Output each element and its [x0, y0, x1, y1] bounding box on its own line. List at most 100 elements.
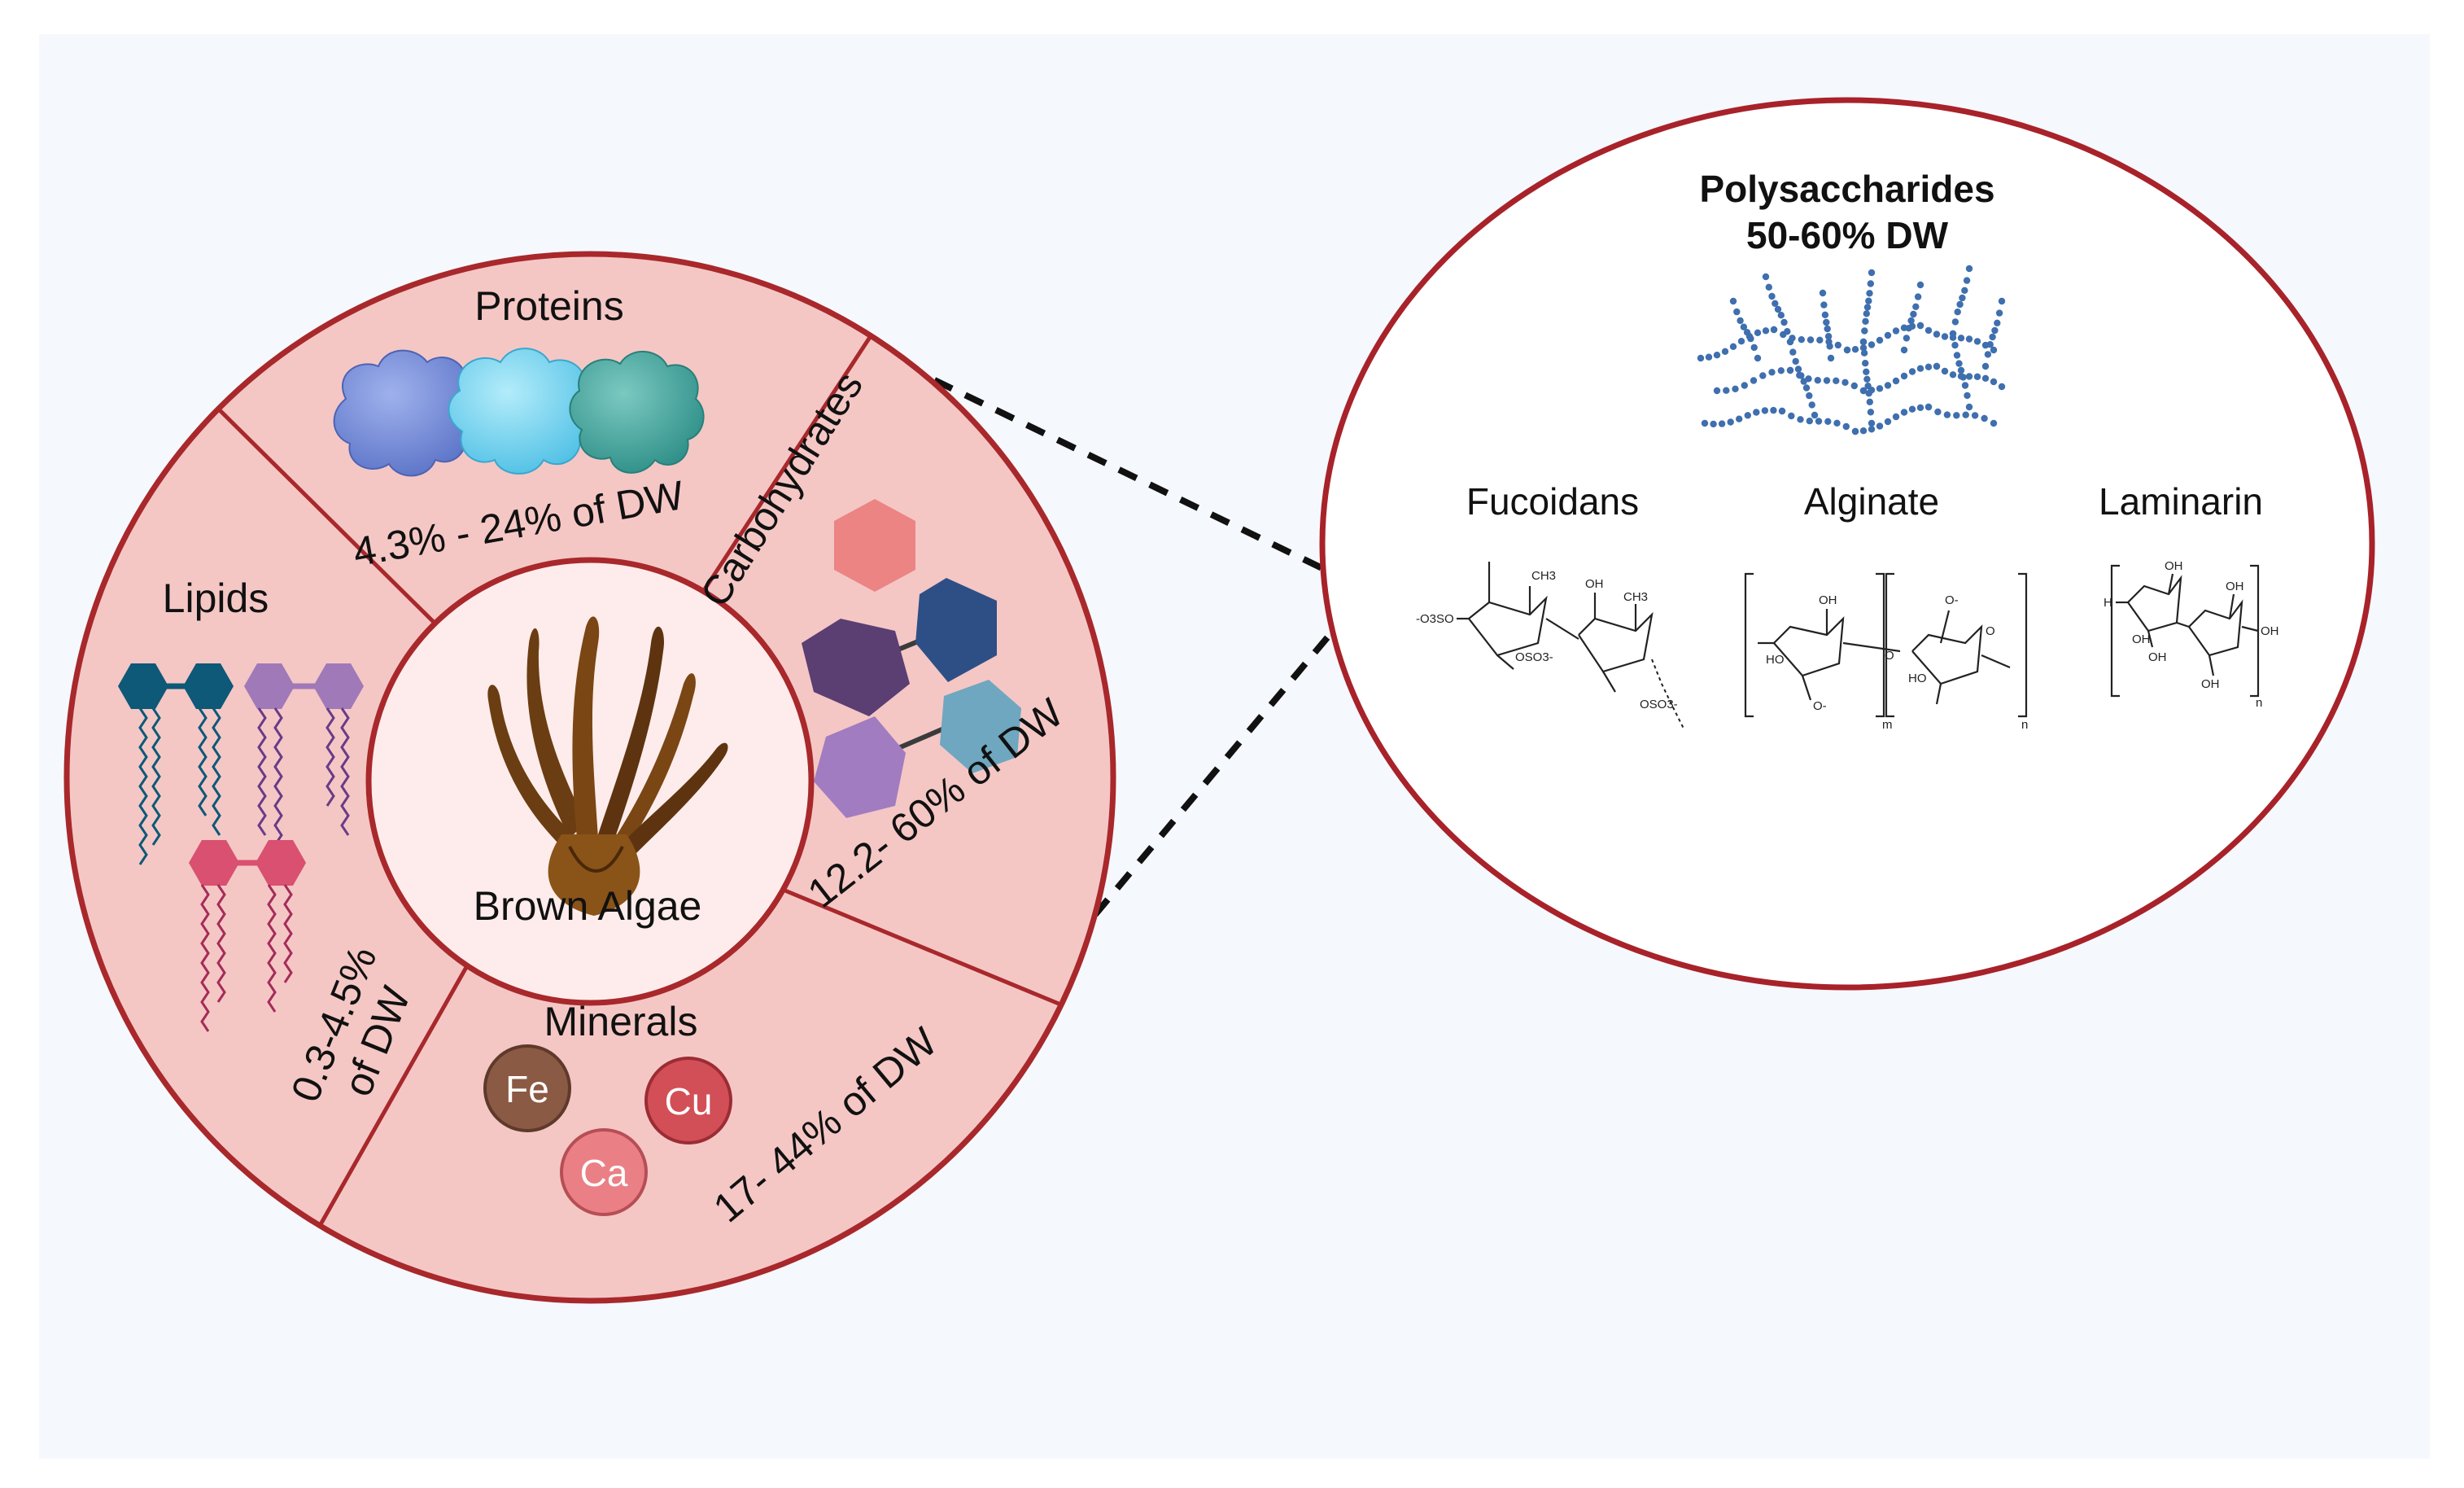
polymer-bead	[1850, 382, 1858, 390]
polymer-bead	[1859, 387, 1868, 395]
carb-hexagon-pink	[834, 499, 915, 592]
polymer-bead	[1859, 427, 1868, 435]
polymer-bead	[1777, 367, 1785, 374]
polymer-bead	[1737, 317, 1744, 325]
polymer-bead	[1759, 372, 1767, 379]
polymer-bead	[1823, 318, 1830, 326]
compound-label-fucoidans: Fucoidans	[1466, 480, 1639, 523]
polymer-bead	[1718, 420, 1726, 427]
lipid-molecule-icon	[118, 663, 364, 1032]
polymer-bead	[1995, 309, 2003, 317]
laminarin-label-n: n	[2256, 696, 2262, 710]
connector-line-top	[841, 332, 1357, 588]
seaweed-icon	[487, 616, 728, 916]
fucoidan-label-ch3-b: CH3	[1623, 590, 1648, 604]
polymer-bead	[1892, 327, 1900, 335]
lipids-title: Lipids	[163, 576, 269, 621]
polymer-bead	[1867, 409, 1875, 416]
polymer-bead	[1884, 418, 1892, 426]
polymer-bead	[1815, 418, 1823, 425]
polymer-bead	[1750, 377, 1758, 384]
polymer-bead	[1727, 418, 1734, 426]
polymer-bead	[1900, 409, 1908, 416]
polymer-bead	[1991, 326, 1999, 335]
polymer-bead	[1864, 383, 1872, 390]
polymer-bead	[1954, 309, 1961, 316]
polymer-bead	[1860, 349, 1868, 357]
polymer-bead	[1998, 383, 2006, 391]
polymer-bead	[1957, 366, 1965, 374]
polymer-bead	[1754, 329, 1762, 336]
fucoidan-label-oh: OH	[1585, 577, 1604, 591]
polymer-bead	[1762, 273, 1770, 281]
polymer-bead	[1747, 335, 1754, 343]
polymer-bead	[1971, 412, 1979, 419]
fucoidan-label-oso3-a: -O3SO	[1416, 612, 1454, 626]
detail-ellipse	[1319, 97, 2375, 991]
polymer-bead	[1924, 363, 1933, 370]
polymer-bead	[1768, 292, 1776, 300]
polymer-bead	[1914, 293, 1922, 300]
polymer-bead	[1908, 368, 1916, 375]
alginate-structure-icon: OH O- HO O O- HO O m n	[1744, 572, 2028, 732]
mineral-cu-icon	[644, 1057, 732, 1144]
polymer-bead	[1910, 310, 1917, 318]
laminarin-structure-icon: OH H OH OH OH OH OH n	[2104, 559, 2279, 710]
mineral-cu-label: Cu	[665, 1080, 713, 1123]
laminarin-label-oh-a: OH	[2165, 559, 2183, 573]
polymer-bead	[1907, 317, 1915, 325]
polymer-bead	[1973, 373, 1981, 380]
polymer-bead	[1743, 329, 1751, 336]
divider-minerals-lipids	[311, 961, 471, 1239]
polymer-bead	[1981, 362, 1990, 370]
polymer-bead	[1788, 412, 1795, 420]
polymer-bead	[1814, 377, 1821, 384]
polymer-bead	[1792, 357, 1799, 365]
polymer-bead	[1876, 422, 1884, 430]
polymer-bead	[1963, 277, 1971, 284]
polymer-bead	[1851, 427, 1859, 435]
polymer-bead	[1961, 287, 1968, 294]
polymer-bead	[1754, 354, 1762, 362]
polymer-bead	[1806, 336, 1815, 344]
polymer-bead	[1868, 269, 1876, 277]
polymer-bead	[1900, 372, 1908, 380]
polymer-bead	[1953, 352, 1961, 359]
polymer-bead	[1965, 265, 1973, 273]
polymer-bead	[1713, 352, 1721, 359]
polymer-bead	[1905, 325, 1912, 332]
alginate-label-o-a: O	[1885, 649, 1894, 663]
polymer-bead	[1843, 346, 1851, 354]
polymer-bead	[1842, 422, 1850, 431]
polymer-bead	[1900, 346, 1908, 354]
polymer-bead	[1729, 297, 1737, 305]
polymer-bead	[1798, 336, 1805, 344]
polymer-bead	[1961, 382, 1969, 389]
polymer-bead	[1826, 343, 1833, 350]
polymer-bead	[1697, 354, 1705, 362]
polymer-bead	[1892, 413, 1900, 421]
center-label: Brown Algae	[474, 883, 702, 929]
polymer-bead	[1744, 412, 1751, 419]
polymer-bead	[1768, 369, 1776, 376]
protein-cloud-icon-teal	[569, 351, 705, 474]
polymer-bead	[1772, 300, 1779, 307]
proteins-title: Proteins	[474, 283, 623, 329]
alginate-label-o-b: O	[1986, 624, 1995, 638]
polymer-bead	[1777, 312, 1785, 319]
polymer-bead	[1959, 374, 1967, 381]
polysaccharide-network-icon	[1697, 265, 2006, 435]
alginate-label-m: m	[1882, 718, 1893, 732]
polymer-bead	[1827, 354, 1835, 362]
polymer-bead	[1802, 384, 1811, 392]
polymer-bead	[1861, 327, 1868, 335]
polymer-bead	[1800, 378, 1807, 385]
polymer-bead	[1859, 344, 1868, 352]
polymer-bead	[1916, 365, 1924, 372]
alginate-label-oh-a: OH	[1819, 593, 1837, 607]
fucoidan-label-ch3-a: CH3	[1531, 569, 1556, 583]
polymer-bead	[1867, 280, 1874, 287]
polymer-bead	[1957, 335, 1965, 342]
polymer-bead	[1908, 405, 1916, 413]
detail-title-line2: 50-60% DW	[1746, 214, 1949, 256]
